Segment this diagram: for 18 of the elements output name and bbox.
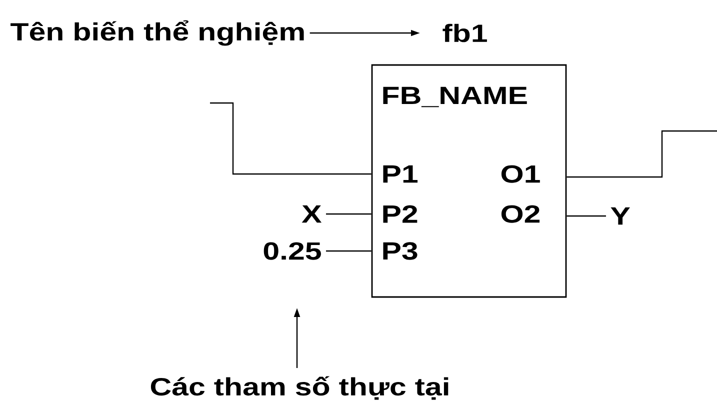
connector-line [326, 213, 372, 215]
output-value: Y [610, 207, 630, 225]
port-label: P3 [383, 242, 418, 260]
port-label: P2 [383, 205, 418, 223]
connector-line [210, 102, 372, 175]
port-label: O2 [501, 205, 540, 223]
input-value: 0.25 [264, 242, 321, 260]
function-block [371, 64, 567, 298]
block-title: FB_NAME [383, 86, 527, 108]
port-label: P1 [383, 165, 418, 183]
connector-line [326, 250, 372, 252]
caption-text: Các tham số thực tại [150, 376, 448, 400]
connector-line [566, 215, 606, 217]
port-label: O1 [501, 165, 540, 183]
label-text: fb1 [442, 24, 487, 42]
input-value: X [302, 205, 322, 223]
label-text: Tên biến thể nghiệm [10, 20, 304, 46]
connector-line [566, 130, 717, 178]
